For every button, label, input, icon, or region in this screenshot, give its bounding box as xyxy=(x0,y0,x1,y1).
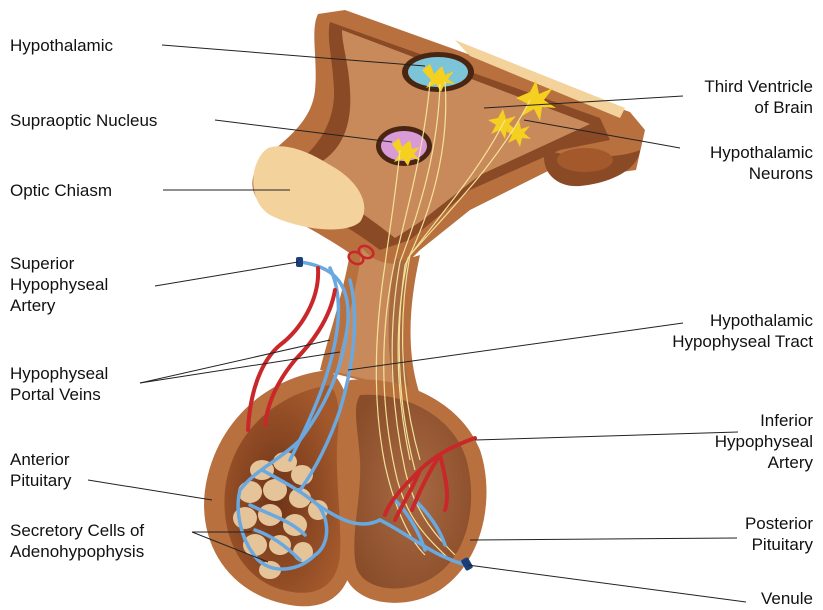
label-posterior-pituitary: Posterior Pituitary xyxy=(745,513,813,555)
label-venule: Venule xyxy=(761,588,813,609)
label-supraoptic-nucleus: Supraoptic Nucleus xyxy=(10,110,157,131)
label-secretory-cells: Secretory Cells of Adenohypophysis xyxy=(10,520,144,562)
label-hypothalamic-hypophyseal-tract: Hypothalamic Hypophyseal Tract xyxy=(672,310,813,352)
hypothalamic-nucleus xyxy=(402,52,474,92)
label-hypothalamic: Hypothalamic xyxy=(10,35,113,56)
label-hypothalamic-neurons: Hypothalamic Neurons xyxy=(710,142,813,184)
label-third-ventricle: Third Ventricle of Brain xyxy=(704,76,813,118)
label-superior-hypophyseal-artery: Superior Hypophyseal Artery xyxy=(10,253,108,316)
label-anterior-pituitary: Anterior Pituitary xyxy=(10,449,71,491)
infundibulum-stalk xyxy=(320,240,420,395)
posterior-pituitary-lobe xyxy=(342,379,487,602)
label-optic-chiasm: Optic Chiasm xyxy=(10,180,112,201)
label-hypophyseal-portal-veins: Hypophyseal Portal Veins xyxy=(10,363,108,405)
hypothalamus-tissue xyxy=(252,10,645,270)
label-inferior-hypophyseal-artery: Inferior Hypophyseal Artery xyxy=(715,410,813,473)
